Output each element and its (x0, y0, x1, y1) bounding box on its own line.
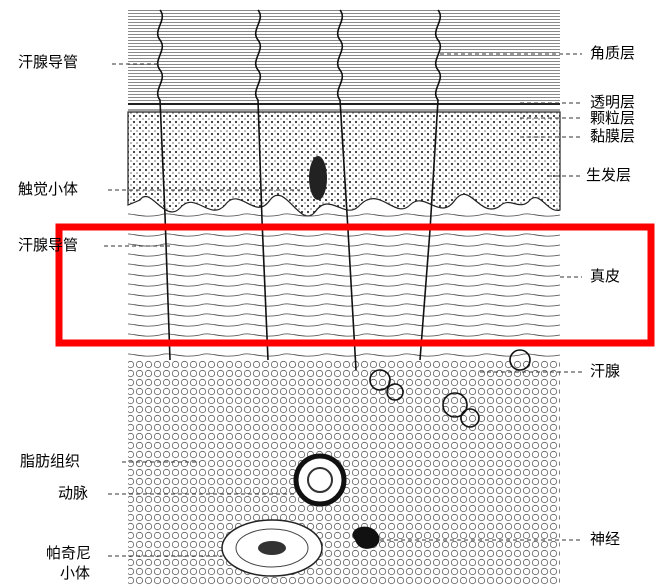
label-stratum-spinosum: 黏膜层 (590, 128, 635, 145)
stratum-corneum-layer (128, 8, 560, 104)
label-tactile-corpuscle: 触觉小体 (18, 181, 78, 198)
label-sweat-duct-top: 汗腺导管 (18, 54, 78, 71)
label-adipose-tissue: 脂肪组织 (20, 453, 80, 470)
pacinian-corpuscle-core (258, 541, 286, 555)
label-stratum-corneum: 角质层 (590, 45, 635, 62)
label-sweat-duct-mid: 汗腺导管 (18, 237, 78, 254)
label-dermis: 真皮 (590, 268, 620, 285)
label-pacinian-line2: 小体 (60, 565, 90, 582)
label-pacinian-line1: 帕奇尼 (46, 545, 91, 562)
dermis-tissue (128, 210, 560, 360)
label-nerve: 神经 (590, 531, 620, 548)
tactile-corpuscle-shape (309, 156, 327, 200)
label-stratum-granulosum: 颗粒层 (590, 110, 635, 127)
label-sweat-gland: 汗腺 (590, 363, 620, 380)
label-artery: 动脉 (58, 485, 88, 502)
label-stratum-basale: 生发层 (586, 167, 631, 184)
artery-lumen (308, 468, 332, 492)
